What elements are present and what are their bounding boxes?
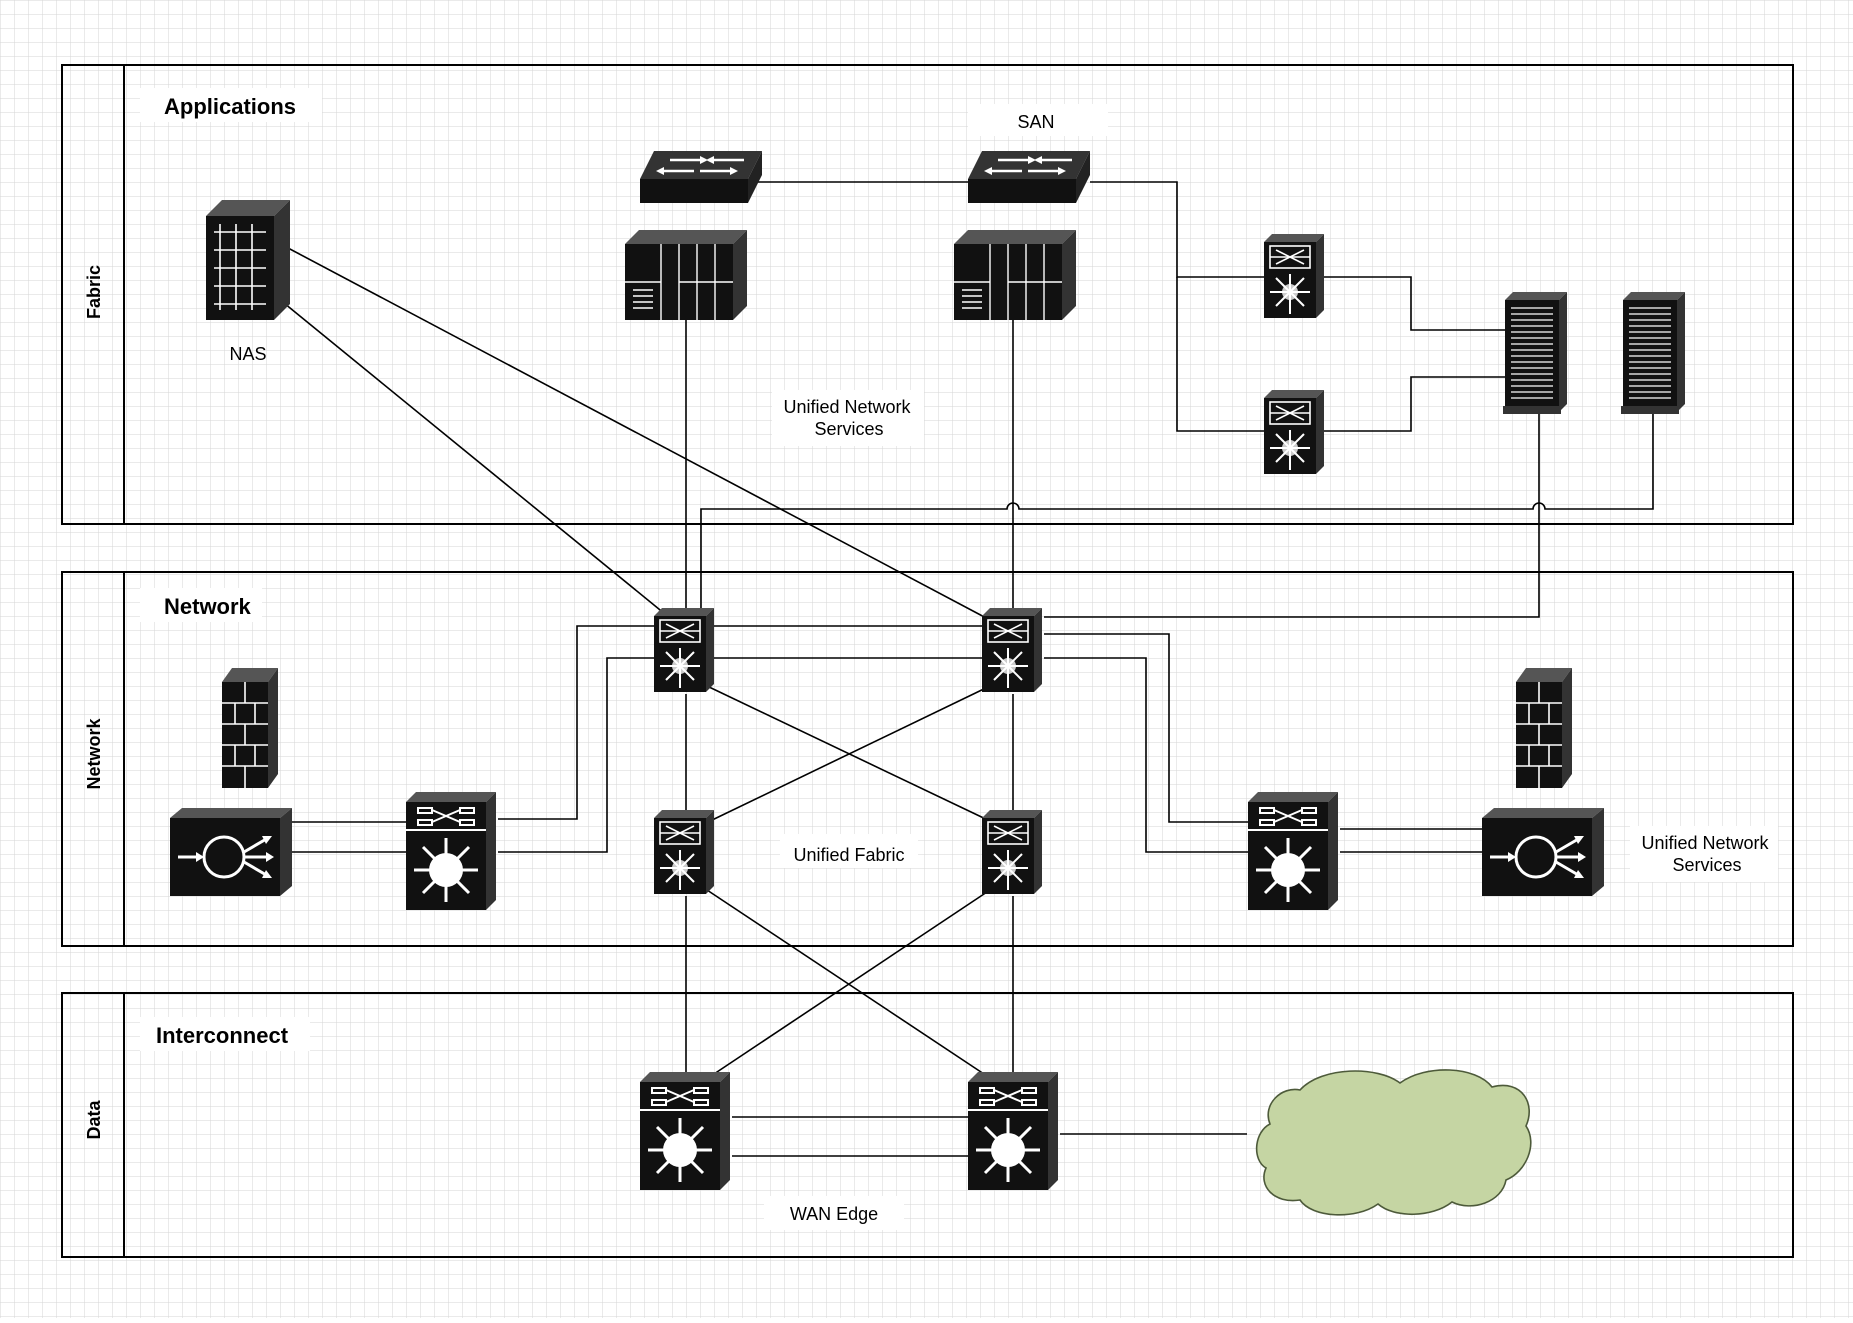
nexus-switch-icon (653, 607, 715, 693)
nexus-switch-icon (981, 607, 1043, 693)
uns-right-label-line1: Unified Network (1641, 833, 1769, 853)
uns-right-label-line2: Services (1672, 855, 1741, 875)
nexus-switch-icon (1263, 389, 1325, 475)
unified-fabric-label: Unified Fabric (793, 845, 904, 865)
nas-label: NAS (229, 344, 266, 364)
nexus-switch-icon (981, 809, 1043, 895)
nexus-switch-icon (1263, 233, 1325, 319)
wan-edge-label: WAN Edge (790, 1204, 878, 1224)
rack-server-icon (1502, 291, 1568, 415)
lane-fabric (61, 64, 1794, 525)
connectors (267, 181, 1654, 1157)
multilayer-switch-icon (638, 1070, 732, 1192)
storage-array-icon (205, 199, 291, 321)
firewall-icon (1515, 667, 1573, 789)
multilayer-switch-icon (1246, 790, 1340, 912)
firewall-icon (221, 667, 279, 789)
workgroup-switch-icon (638, 149, 764, 205)
load-balancer-icon (1480, 806, 1606, 898)
multilayer-switch-icon (404, 790, 498, 912)
cloud-icon (1255, 1069, 1532, 1216)
nexus-switch-icon (653, 809, 715, 895)
multilayer-switch-icon (966, 1070, 1060, 1192)
workgroup-switch-icon (966, 149, 1092, 205)
lane-network (61, 571, 1794, 947)
lane-title-applications: Applications (164, 94, 296, 119)
uns-top-label-line2: Services (814, 419, 883, 439)
lane-data (61, 992, 1794, 1258)
lane-title-interconnect: Interconnect (156, 1023, 289, 1048)
uns-top-label-line1: Unified Network (783, 397, 911, 417)
lane-side-label-data: Data (84, 1100, 104, 1140)
lane-title-network: Network (164, 594, 252, 619)
blade-server-icon (624, 229, 748, 321)
blade-server-icon (953, 229, 1077, 321)
load-balancer-icon (168, 806, 294, 898)
lane-side-label-fabric: Fabric (84, 265, 104, 319)
san-label: SAN (1017, 112, 1054, 132)
rack-server-icon (1620, 291, 1686, 415)
lane-side-label-network: Network (84, 718, 104, 790)
